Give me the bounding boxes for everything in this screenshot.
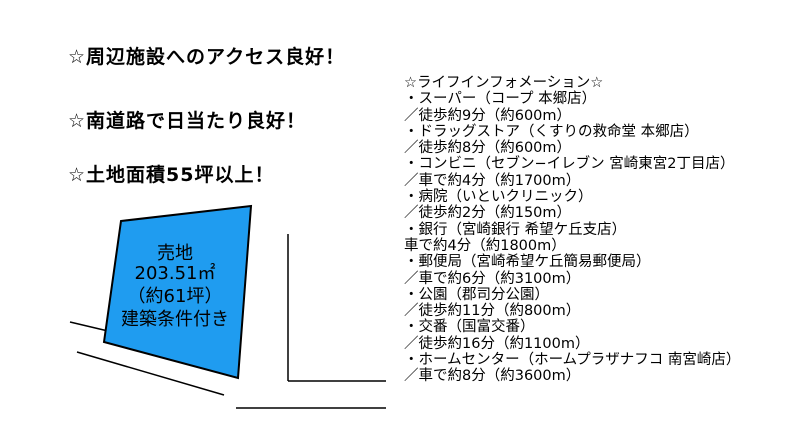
road-line-upper-left — [69, 321, 109, 332]
headline-access: ☆周辺施設へのアクセス良好！ — [68, 46, 346, 68]
headline-land-area: ☆土地面積55坪以上！ — [68, 164, 275, 186]
life-item-hospital-access: ／徒歩約2分（約150m） — [404, 205, 572, 222]
life-item-supermarket-name: ・スーパー（コープ 本郷店） — [404, 91, 597, 108]
life-item-police-box-access: ／徒歩約16分（約1100m） — [404, 335, 590, 352]
land-lot-shape — [102, 204, 253, 380]
life-item-drugstore-name: ・ドラッグストア（くすりの救命堂 本郷店） — [404, 123, 699, 140]
life-item-home-center-name: ・ホームセンター（ホームプラザナフコ 南宮崎店） — [404, 352, 741, 369]
life-item-home-center-access: ／車で約8分（約3600m） — [404, 368, 581, 385]
lot-type-label: 売地 — [157, 243, 193, 264]
lot-condition-label: 建築条件付き — [121, 309, 229, 330]
life-item-post-office-name: ・郵便局（宮崎希望ケ丘簡易郵便局） — [404, 254, 651, 271]
life-item-hospital-name: ・病院（いといクリニック） — [404, 189, 593, 206]
lot-tsubo-label: （約61坪） — [127, 286, 223, 307]
life-item-convenience-store-name: ・コンビニ（セブン−イレブン 宮崎東宮2丁目店） — [404, 156, 735, 173]
life-item-bank-name: ・銀行（宮崎銀行 希望ケ丘支店） — [404, 221, 627, 238]
life-item-bank-access: 車で約4分（約1800m） — [404, 237, 566, 254]
life-information-title: ☆ライフインフォメーション☆ — [404, 75, 604, 91]
life-item-police-box-name: ・交番（国富交番） — [404, 319, 535, 336]
life-item-drugstore-access: ／徒歩約8分（約600m） — [404, 140, 572, 157]
headline-sunlight: ☆南道路で日当たり良好！ — [68, 110, 307, 132]
life-item-convenience-store-access: ／車で約4分（約1700m） — [404, 172, 581, 189]
life-information: ☆ライフインフォメーション☆ ・スーパー（コープ 本郷店） ／徒歩約9分（約60… — [404, 75, 794, 385]
life-item-park-name: ・公園（郡司分公園） — [404, 286, 549, 303]
life-item-post-office-access: ／車で約6分（約3100m） — [404, 270, 581, 287]
life-item-supermarket-access: ／徒歩約9分（約600m） — [404, 107, 572, 124]
life-item-park-access: ／徒歩約11分（約800m） — [404, 303, 581, 320]
lot-area-label: 203.51㎡ — [134, 263, 216, 284]
road-line-lower-left — [76, 351, 225, 396]
